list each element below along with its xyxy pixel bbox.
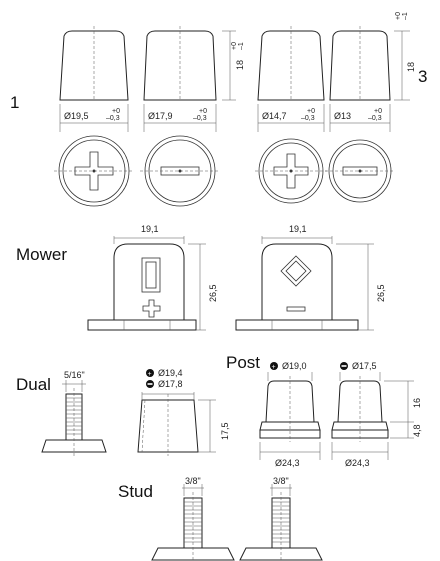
dual-diameter-minus: Ø17,8 <box>158 379 183 389</box>
height-right-tol-plus: +0 <box>395 12 402 20</box>
post-terminal-plus <box>259 376 321 442</box>
mower-right-height: 26,5 <box>376 284 386 302</box>
dual-diameter-plus: Ø19,4 <box>158 368 183 378</box>
height-left-tol-plus: +0 <box>231 42 238 50</box>
post-terminal-minus <box>331 376 389 442</box>
mower-left-width: 19,1 <box>141 224 159 234</box>
post-plus-icon <box>270 362 278 370</box>
height-right-label: 18 <box>406 62 416 72</box>
post-base-left: Ø24,3 <box>275 458 300 468</box>
height-left-tol-minus: –1 <box>238 42 245 50</box>
diameter-3-tol-plus: +0 <box>307 108 315 115</box>
top-view-plus-large <box>54 135 134 207</box>
diameter-1: Ø19,5 <box>64 111 89 121</box>
dual-height-label: 17,5 <box>220 422 230 440</box>
dual-stud-bolt <box>41 388 107 456</box>
mower-terminal-left <box>87 243 197 331</box>
diameter-2-tol-minus: –0,3 <box>193 115 207 122</box>
top-view-minus-large <box>140 135 220 207</box>
post-height-top: 16 <box>412 398 422 408</box>
dual-thread-label: 5/16" <box>64 370 85 380</box>
terminal-cap-14-7 <box>257 26 325 101</box>
stud-left-thread: 3/8" <box>185 476 201 486</box>
stud-bolt-right <box>239 492 323 561</box>
stud-right-thread: 3/8" <box>273 476 289 486</box>
height-right-tol-minus: –1 <box>402 12 409 20</box>
diameter-1-tol-plus: +0 <box>112 108 120 115</box>
diameter-2-tol-plus: +0 <box>199 108 207 115</box>
svg-text:+: + <box>272 364 276 371</box>
diameter-3-tol-minus: –0,3 <box>301 115 315 122</box>
stud-bolt-left <box>151 492 235 561</box>
plus-symbol-icon <box>146 369 154 377</box>
terminal-cap-17-9 <box>143 26 217 101</box>
diameter-4-tol-plus: +0 <box>374 108 382 115</box>
diameter-3: Ø14,7 <box>262 111 287 121</box>
svg-text:+: + <box>148 371 152 378</box>
terminal-cap-19-5 <box>59 26 129 101</box>
height-left-label: 18 <box>235 60 245 70</box>
dual-post-body <box>137 394 199 456</box>
post-base-right: Ø24,3 <box>345 458 370 468</box>
post-diameter-minus: Ø17,5 <box>352 361 377 371</box>
top-view-plus-small <box>255 138 327 204</box>
diameter-1-tol-minus: –0,3 <box>106 115 120 122</box>
section-label-1: 1 <box>10 93 19 112</box>
top-view-minus-small <box>325 139 395 203</box>
mower-terminal-right <box>235 243 359 331</box>
section-label-post: Post <box>226 353 260 372</box>
diameter-4-tol-minus: –0,3 <box>368 115 382 122</box>
section-label-mower: Mower <box>16 245 67 264</box>
section-label-stud: Stud <box>118 482 153 501</box>
post-height-bottom: 4,8 <box>412 424 422 437</box>
terminal-cap-13 <box>329 26 391 101</box>
post-diameter-plus: Ø19,0 <box>282 361 307 371</box>
mower-right-width: 19,1 <box>289 224 307 234</box>
mower-left-height: 26,5 <box>208 284 218 302</box>
diameter-4: Ø13 <box>334 111 351 121</box>
diameter-2: Ø17,9 <box>148 111 173 121</box>
section-label-dual: Dual <box>16 375 51 394</box>
section-label-3: 3 <box>418 67 427 86</box>
